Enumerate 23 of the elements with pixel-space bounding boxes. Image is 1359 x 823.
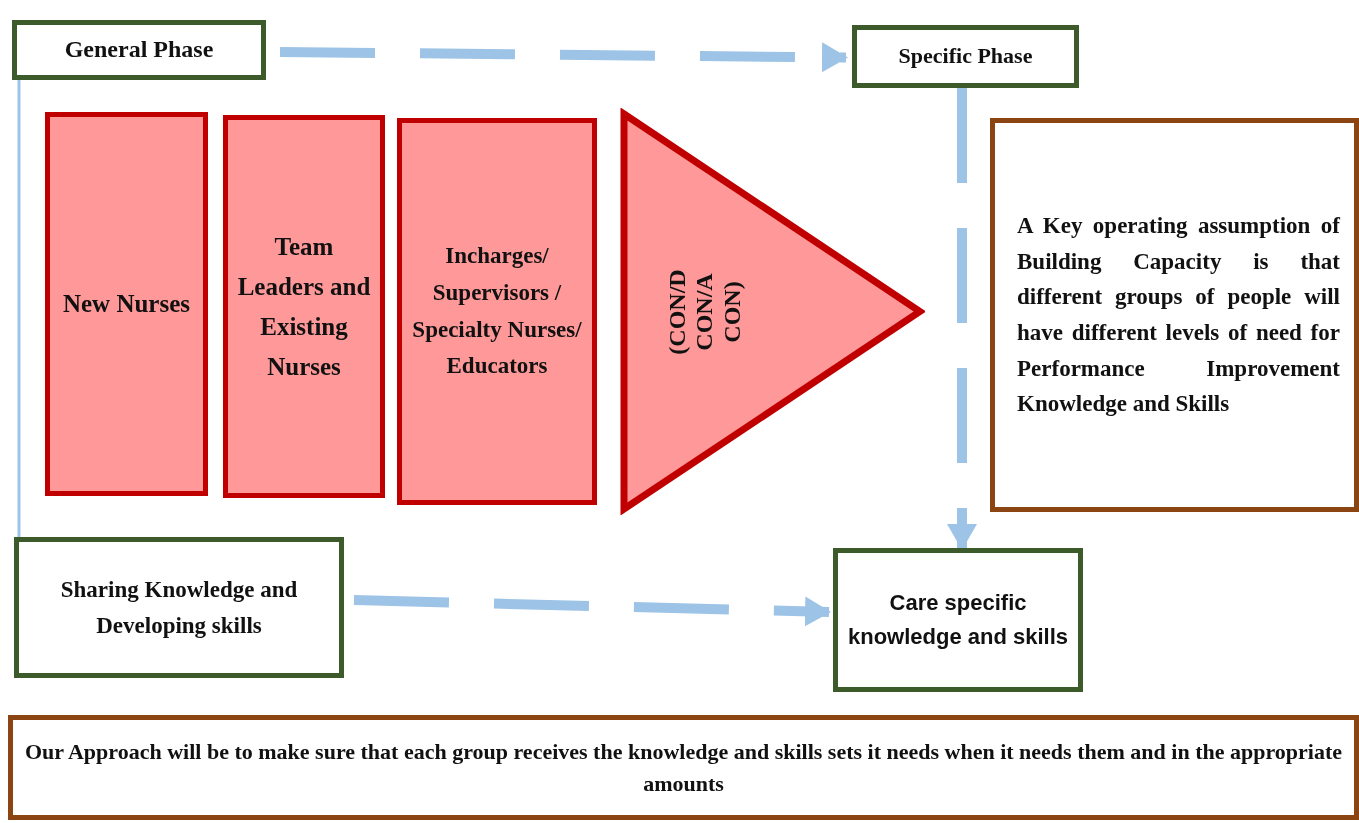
label-text: A Key operating assumption of Building Capacity is that different groups of people will have different levels of need for Performance Improvement Knowledge and Skills (1016, 212, 1341, 419)
arrow (947, 88, 977, 550)
outcome-box (833, 548, 1083, 692)
label-text: Our Approach will be to make sure that each group receives the knowledge and skills sets it needs when it needs them and in the appropriate amounts (24, 737, 1343, 798)
label-text: New Nurses (61, 289, 192, 319)
phase-box (12, 20, 266, 80)
rotated-label: (CON/D CON/A CON) (663, 267, 746, 357)
label-text: General Phase (63, 35, 215, 65)
arrow (353, 595, 831, 627)
outcome-box (14, 537, 344, 678)
label-text: Care specific knowledge and skills (846, 588, 1070, 651)
note-box (990, 118, 1359, 512)
label-text: Sharing Knowledge and Developing skills (59, 575, 299, 640)
label-text: Incharges/ Supervisors / Specialty Nurses/ Educators (411, 241, 583, 381)
note-box (8, 715, 1359, 820)
arrow (279, 42, 848, 73)
group-box (223, 115, 385, 498)
connector-line (17, 80, 21, 537)
label-text: Team Leaders and Existing Nurses (236, 231, 372, 382)
label-text: Specific Phase (897, 42, 1034, 71)
group-box (397, 118, 597, 505)
phase-box (852, 25, 1079, 88)
group-box (45, 112, 208, 496)
